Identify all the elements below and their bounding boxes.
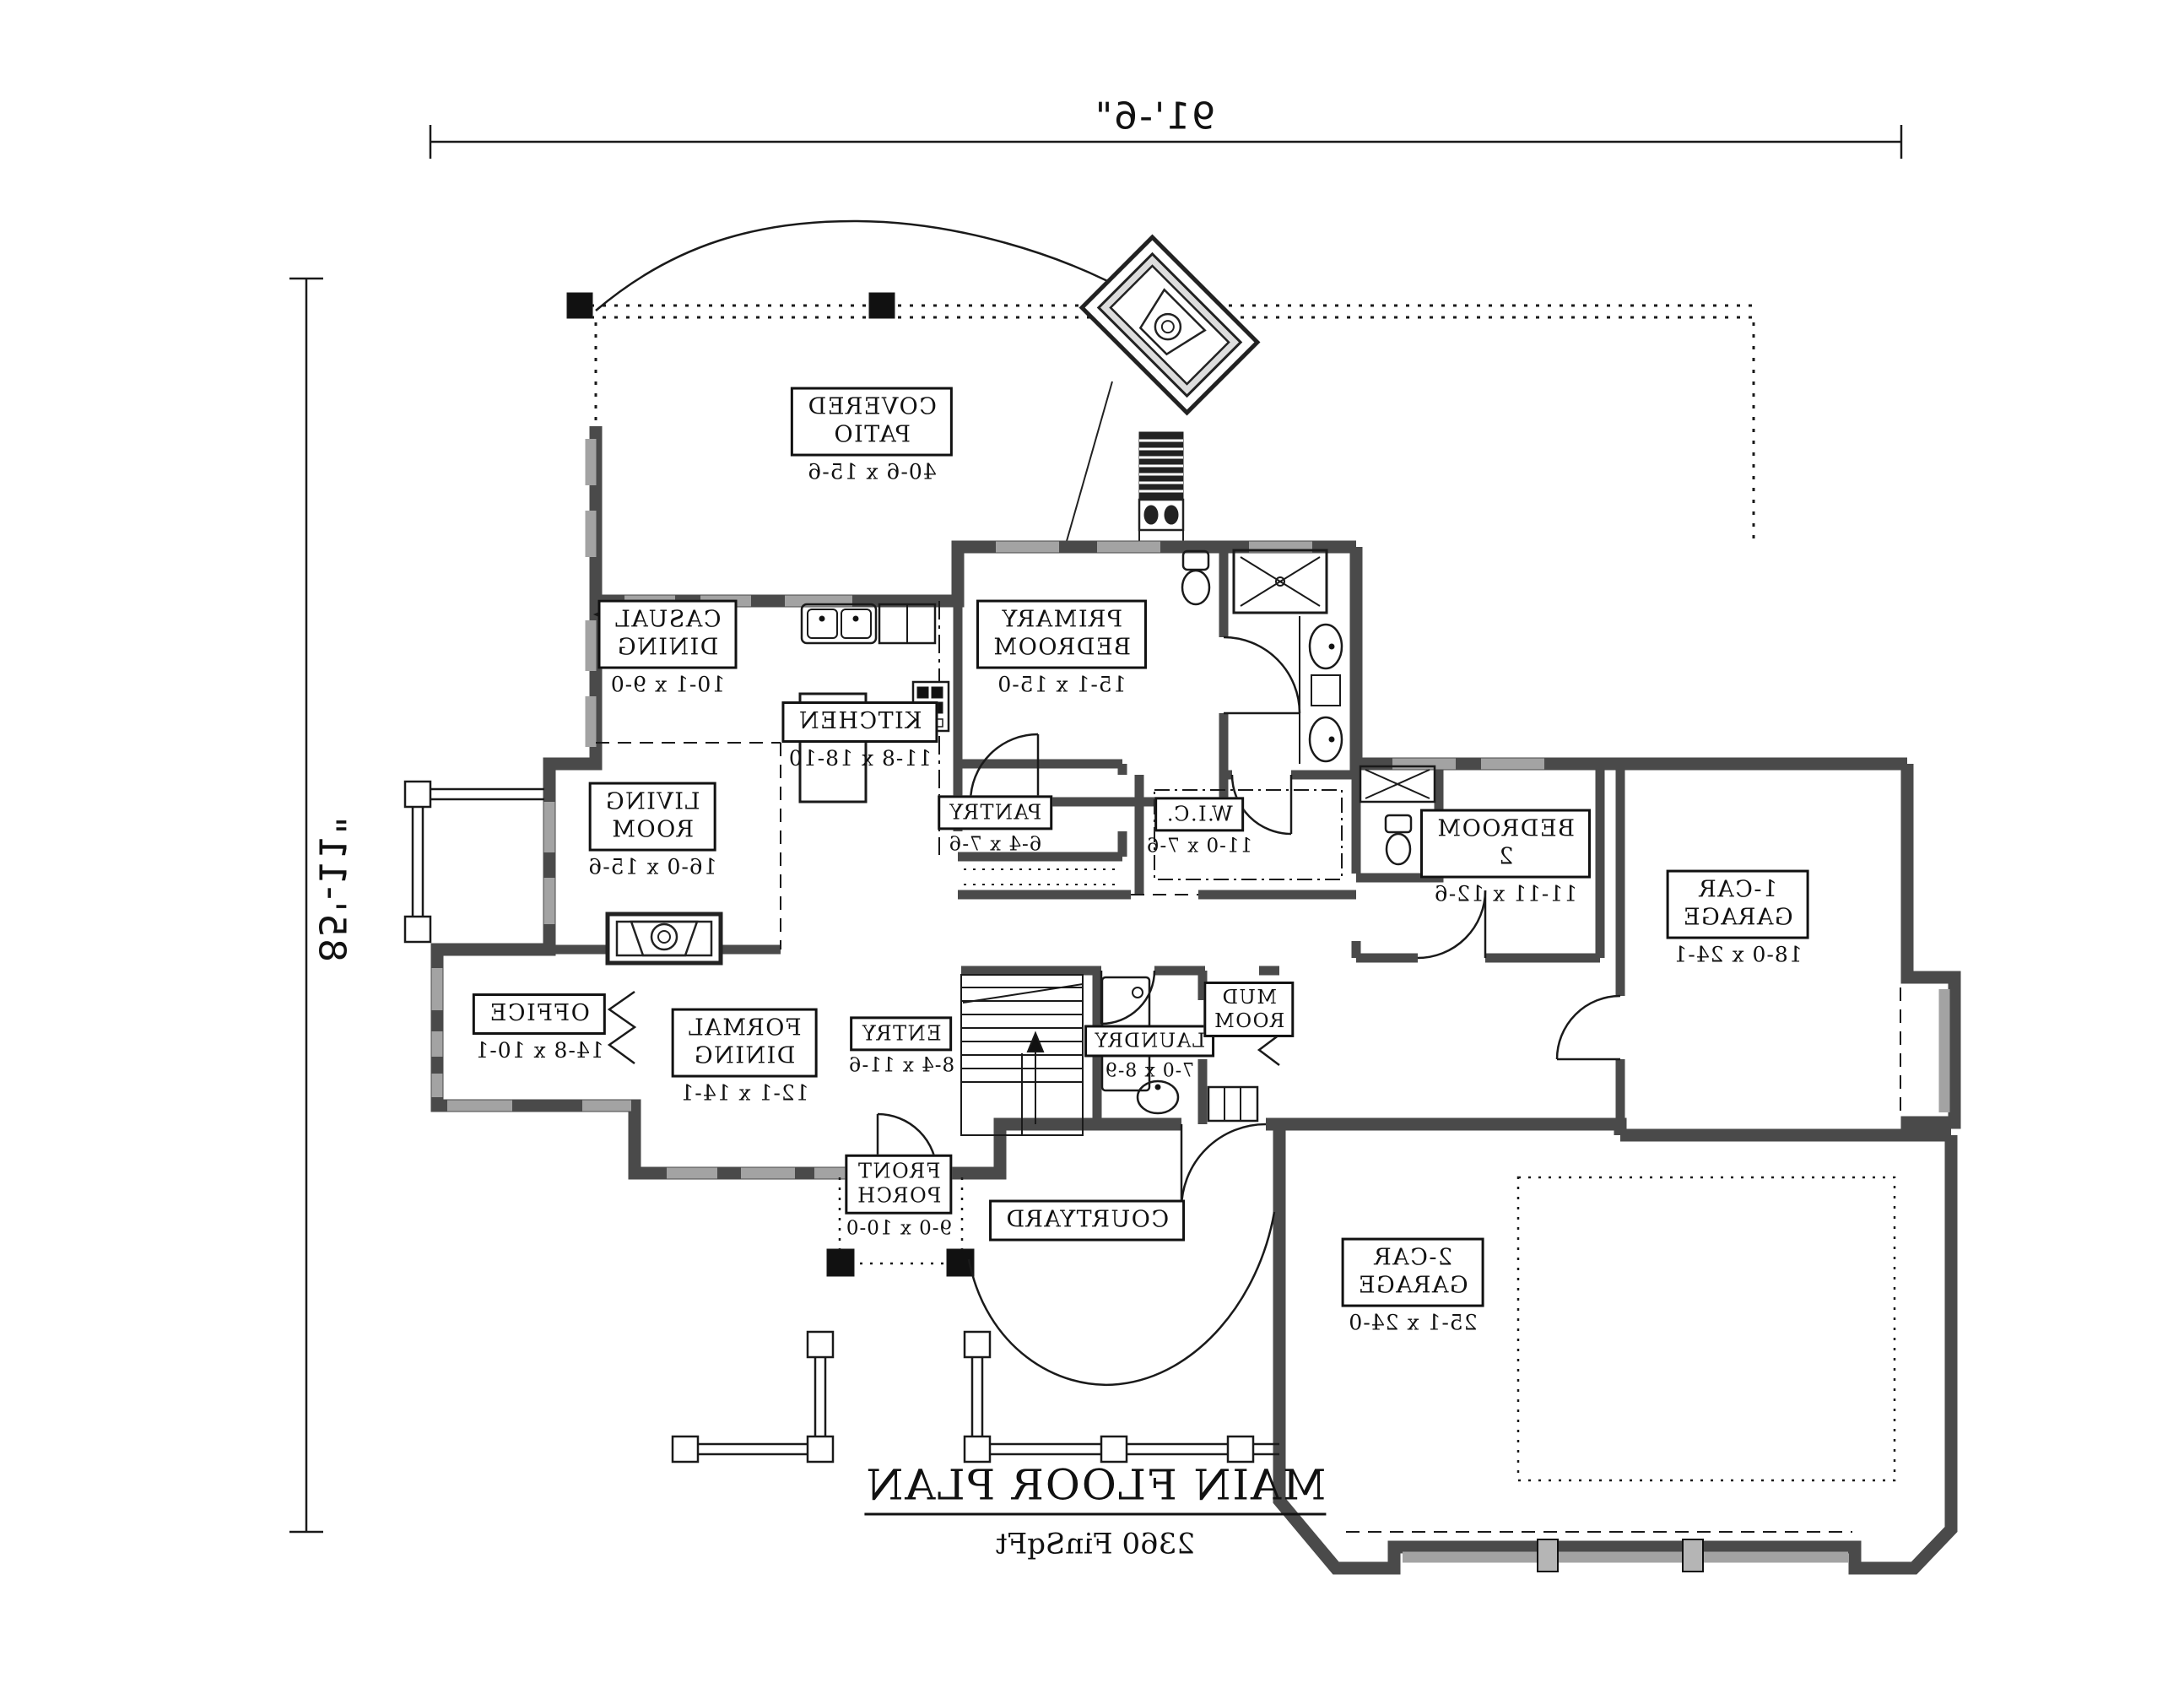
courtyard-fences [671,1330,1279,1463]
room-label-wic: W.I.C. 11-0 x 7-6 [1145,797,1253,858]
room-label-courtyard: COURTYARD [988,1199,1186,1242]
room-name: FORMAL DINING [671,1008,818,1078]
dimension-lines [289,125,1903,1534]
plan-title: MAIN FLOOR PLAN [864,1460,1327,1516]
overall-height-dimension: 85'-11" [310,814,354,963]
room-name: OFFICE [473,993,606,1035]
room-name: BEDROOM 2 [1420,809,1591,879]
room-dims: 16-0 x 15-6 [587,854,717,879]
room-dims: 9-0 x 10-0 [845,1217,953,1240]
plan-subtitle: 2360 FinSqFt [995,1527,1196,1561]
garage-door-mullions [1537,1539,1704,1572]
room-name: COVERED PATIO [791,387,953,457]
side-porch [403,780,544,944]
room-label-laundry: LAUNDRY 7-0 x 8-9 [1084,1025,1215,1082]
room-name: LIVING ROOM [588,782,716,852]
room-name: PANTRY [937,795,1053,830]
room-label-entry: ENTRY 8-4 x 11-6 [847,1016,955,1077]
room-name: KITCHEN [781,701,938,743]
room-dims: 11-11 x 12-6 [1433,881,1578,906]
stairs [960,974,1084,1136]
room-label-casual-dining: CASUAL DINING 10-1 x 9-0 [597,599,738,697]
room-name: PRIMARY BEDROOM [976,599,1147,669]
room-dims: 11-8 x 18-10 [787,745,933,771]
room-dims: 8-4 x 11-6 [847,1054,955,1077]
room-label-office: OFFICE 14-8 x 10-1 [473,993,606,1063]
windows [431,439,1950,1563]
room-dims: 40-6 x 15-6 [807,459,937,484]
room-name: W.I.C. [1154,797,1244,832]
room-dims: 14-8 x 10-1 [474,1037,604,1063]
room-name: CASUAL DINING [597,599,738,669]
courtyard-arc [967,1211,1276,1387]
room-label-bedroom-2: BEDROOM 2 11-11 x 12-6 [1420,809,1591,906]
bath-fixtures [1181,549,1436,866]
room-dims: 7-0 x 8-9 [1104,1060,1195,1082]
room-name: 1-CAR GARAGE [1666,869,1809,939]
room-label-mud-room: MUD ROOM [1203,981,1295,1038]
room-dims: 6-4 x 7-6 [948,833,1042,856]
room-name: FRONT PORCH [845,1154,953,1215]
room-name: COURTYARD [988,1199,1186,1242]
room-label-pantry: PANTRY 6-4 x 7-6 [937,795,1053,856]
room-label-formal-dining: FORMAL DINING 12-1 x 14-1 [671,1008,818,1106]
overall-width-dimension: 91'-6" [1093,95,1216,138]
room-label-front-porch: FRONT PORCH 9-0 x 10-0 [845,1154,953,1240]
room-label-two-car-garage: 2-CAR GARAGE 25-1 x 24-0 [1341,1237,1484,1335]
fireplace [605,912,723,966]
room-name: LAUNDRY [1084,1025,1215,1058]
room-dims: 10-1 x 9-0 [609,672,726,697]
outdoor-fireplace [1064,234,1261,548]
room-name: 2-CAR GARAGE [1341,1237,1484,1307]
room-name: MUD ROOM [1203,981,1295,1038]
room-label-living-room: LIVING ROOM 16-0 x 15-6 [587,782,717,879]
room-label-primary-bedroom: PRIMARY BEDROOM 15-1 x 15-0 [976,599,1147,697]
room-name: ENTRY [850,1016,953,1052]
room-dims: 11-0 x 7-6 [1145,835,1253,858]
room-dims: 18-0 x 24-1 [1673,942,1803,967]
room-label-covered-patio: COVERED PATIO 40-6 x 15-6 [791,387,953,484]
room-label-kitchen: KITCHEN 11-8 x 18-10 [781,701,938,771]
room-dims: 25-1 x 24-0 [1348,1310,1478,1335]
room-label-one-car-garage: 1-CAR GARAGE 18-0 x 24-1 [1666,869,1809,967]
room-dims: 15-1 x 15-0 [997,672,1127,697]
room-dims: 12-1 x 14-1 [679,1080,809,1106]
title-block: MAIN FLOOR PLAN 2360 FinSqFt [864,1460,1327,1561]
